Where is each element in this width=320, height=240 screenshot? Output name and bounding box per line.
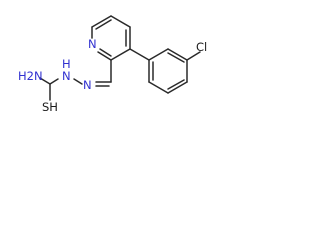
bond <box>167 79 185 90</box>
molecule-structure: Cl N N N H H2N SH <box>18 15 207 114</box>
nh-c-bond <box>49 78 59 85</box>
bond <box>95 19 112 30</box>
bond <box>148 81 169 94</box>
pyridine-nitrogen-label: N <box>88 37 97 51</box>
hydrazone-n1-label: N <box>83 78 92 92</box>
chlorine-label: Cl <box>196 40 207 54</box>
bond <box>167 52 185 63</box>
chlorophenyl-ring <box>148 48 188 94</box>
bond <box>91 15 112 28</box>
thiol-label: SH <box>42 100 58 114</box>
biaryl-bond <box>129 48 150 61</box>
bond <box>110 48 131 61</box>
c-nh2-bond <box>39 77 51 85</box>
bond <box>167 81 188 94</box>
hydrazone-nh-label: H <box>62 57 71 71</box>
amine-label: H2N <box>18 69 43 83</box>
bond <box>99 48 112 57</box>
n-n-bond <box>73 78 83 85</box>
bond <box>97 51 112 61</box>
c-cl-bond <box>186 51 201 61</box>
pyridine-ring <box>91 15 131 61</box>
bond <box>148 48 169 61</box>
hydrazone-n2-label: N <box>62 69 71 83</box>
bond <box>167 48 188 61</box>
bond <box>110 15 131 28</box>
